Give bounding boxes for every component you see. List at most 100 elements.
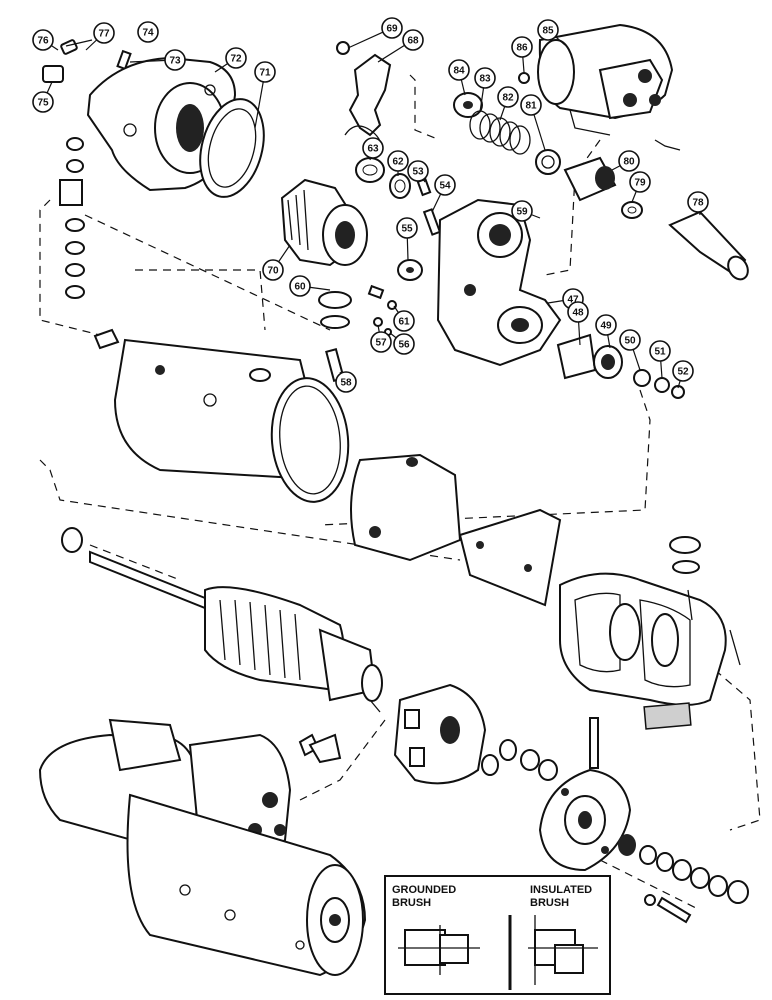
callout-number-72: 72 bbox=[230, 54, 242, 65]
callout-circle-76 bbox=[32, 29, 54, 51]
callout-circle-56 bbox=[393, 333, 415, 355]
callout-55: 55 bbox=[396, 217, 418, 239]
callout-circle-60 bbox=[289, 275, 311, 297]
callout-number-82: 82 bbox=[502, 93, 514, 104]
grounded-brush-illustration bbox=[398, 925, 480, 975]
grounded-brush-label: GROUNDED BRUSH bbox=[392, 884, 456, 910]
callout-number-54: 54 bbox=[439, 181, 451, 192]
callout-number-68: 68 bbox=[407, 36, 419, 47]
callout-number-78: 78 bbox=[692, 198, 704, 209]
callout-number-74: 74 bbox=[142, 28, 154, 39]
callout-number-69: 69 bbox=[386, 24, 398, 35]
armature bbox=[61, 527, 383, 713]
callout-circle-69 bbox=[381, 17, 403, 39]
callout-58: 58 bbox=[335, 371, 357, 393]
guide-line-solenoid bbox=[409, 74, 441, 141]
callout-circle-59 bbox=[511, 200, 533, 222]
callout-circle-83 bbox=[474, 67, 496, 89]
callout-81: 81 bbox=[520, 94, 542, 116]
callout-76: 76 bbox=[32, 29, 54, 51]
insulated-brush-label: INSULATED BRUSH bbox=[530, 884, 592, 910]
callout-51: 51 bbox=[649, 340, 671, 362]
callout-number-52: 52 bbox=[677, 367, 689, 378]
callout-number-55: 55 bbox=[401, 224, 413, 235]
callout-circle-84 bbox=[448, 59, 470, 81]
callout-number-75: 75 bbox=[37, 98, 49, 109]
callout-circle-80 bbox=[618, 150, 640, 172]
guide-line-bolt bbox=[84, 214, 331, 331]
callout-61: 61 bbox=[393, 310, 415, 332]
callout-circle-58 bbox=[335, 371, 357, 393]
callout-number-59: 59 bbox=[516, 207, 528, 218]
insulated-brush-label-line2: BRUSH bbox=[530, 897, 570, 909]
callout-69: 69 bbox=[381, 17, 403, 39]
callout-circle-54 bbox=[434, 174, 456, 196]
callout-72: 72 bbox=[225, 47, 247, 69]
nose-housing-group bbox=[42, 39, 265, 198]
callout-number-86: 86 bbox=[516, 43, 528, 54]
grounded-brush-label-line2: BRUSH bbox=[392, 897, 432, 909]
callout-number-83: 83 bbox=[479, 74, 491, 85]
callout-85: 85 bbox=[537, 19, 559, 41]
callout-circle-51 bbox=[649, 340, 671, 362]
callout-circle-49 bbox=[595, 314, 617, 336]
assembled-starter bbox=[38, 718, 367, 977]
callout-number-85: 85 bbox=[542, 26, 554, 37]
shift-lever-group bbox=[336, 41, 392, 156]
callout-86: 86 bbox=[511, 36, 533, 58]
callout-number-56: 56 bbox=[398, 340, 410, 351]
guide-line-left-washers bbox=[39, 199, 121, 341]
callout-84: 84 bbox=[448, 59, 470, 81]
callout-number-47: 47 bbox=[567, 295, 579, 306]
callout-77: 77 bbox=[93, 22, 115, 44]
guide-line-brush bbox=[299, 719, 386, 801]
washer-stack-left bbox=[59, 137, 120, 350]
callout-circle-61 bbox=[393, 310, 415, 332]
callout-number-70: 70 bbox=[267, 266, 279, 277]
callout-circle-68 bbox=[402, 29, 424, 51]
callout-circle-50 bbox=[619, 329, 641, 351]
callout-circle-71 bbox=[254, 61, 276, 83]
callout-circle-75 bbox=[32, 91, 54, 113]
callout-circle-70 bbox=[262, 259, 284, 281]
callout-78: 78 bbox=[687, 191, 709, 213]
callout-circle-86 bbox=[511, 36, 533, 58]
pinion-drive bbox=[280, 178, 368, 267]
commutator-end-frame bbox=[538, 768, 636, 872]
callout-number-63: 63 bbox=[367, 144, 379, 155]
callout-70: 70 bbox=[262, 259, 284, 281]
callout-circle-85 bbox=[537, 19, 559, 41]
insulated-brush-label-line1: INSULATED bbox=[530, 884, 593, 896]
solenoid-spring-group bbox=[355, 92, 561, 236]
callout-63: 63 bbox=[362, 137, 384, 159]
insulated-brush-illustration bbox=[528, 915, 598, 985]
callout-circle-53 bbox=[407, 160, 429, 182]
callout-circle-52 bbox=[672, 360, 694, 382]
motor-frame bbox=[113, 338, 350, 503]
callout-number-80: 80 bbox=[623, 157, 635, 168]
callout-53: 53 bbox=[407, 160, 429, 182]
callout-50: 50 bbox=[619, 329, 641, 351]
callout-73: 73 bbox=[164, 49, 186, 71]
callout-54: 54 bbox=[434, 174, 456, 196]
callout-number-73: 73 bbox=[169, 56, 181, 67]
callout-circle-81 bbox=[520, 94, 542, 116]
solenoid-assembly bbox=[518, 23, 681, 151]
end-washers bbox=[639, 845, 749, 924]
guide-line-right-lower bbox=[714, 669, 761, 831]
callout-49: 49 bbox=[595, 314, 617, 336]
callout-number-58: 58 bbox=[340, 378, 352, 389]
guide-line-endcap bbox=[599, 859, 701, 911]
callout-75: 75 bbox=[32, 91, 54, 113]
callout-number-51: 51 bbox=[654, 347, 666, 358]
grounded-brush-label-line1: GROUNDED bbox=[392, 884, 457, 896]
callout-52: 52 bbox=[672, 360, 694, 382]
callout-circle-62 bbox=[387, 150, 409, 172]
callout-number-62: 62 bbox=[392, 157, 404, 168]
callout-number-57: 57 bbox=[375, 338, 387, 349]
callout-number-71: 71 bbox=[259, 68, 271, 79]
guide-line-frame-top bbox=[135, 269, 266, 331]
callout-number-77: 77 bbox=[98, 29, 110, 40]
